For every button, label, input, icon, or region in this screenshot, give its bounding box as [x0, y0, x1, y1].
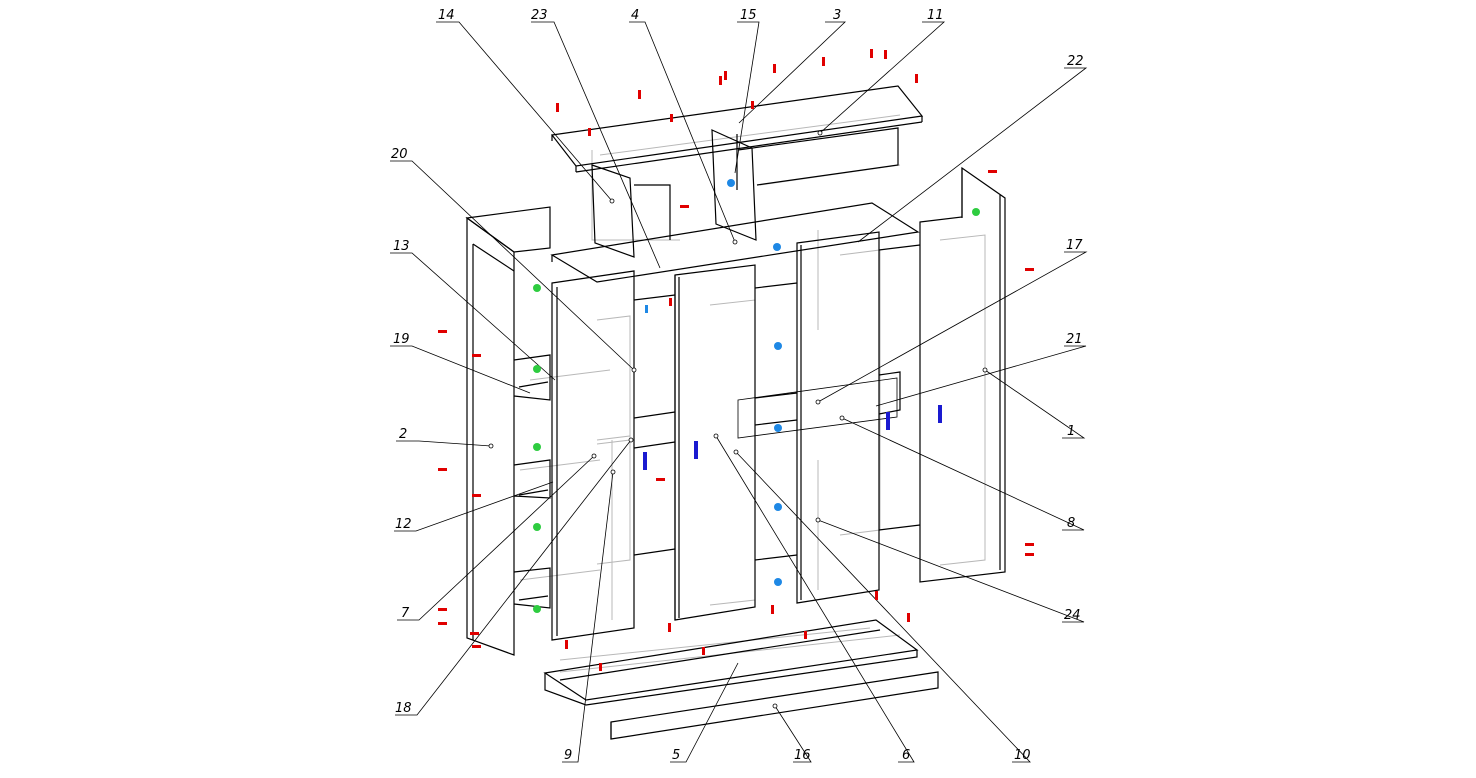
- callout-label: 24: [1064, 608, 1081, 623]
- callout-label: 22: [1067, 54, 1084, 69]
- callout-label: 23: [531, 8, 548, 23]
- callout-label: 2: [399, 427, 407, 442]
- callout-label: 15: [740, 8, 757, 23]
- callout-label: 21: [1066, 332, 1083, 347]
- middle-shelf: [550, 202, 920, 283]
- callout-label: 9: [564, 748, 572, 763]
- callout-label: 19: [393, 332, 410, 347]
- blue-fasteners: [645, 179, 782, 586]
- callout-label: 3: [833, 8, 841, 23]
- top-divider-left: [591, 164, 635, 258]
- callout-label: 5: [672, 748, 680, 763]
- callout-label: 13: [393, 239, 410, 254]
- center-partition: [674, 264, 756, 621]
- green-fasteners: [533, 208, 980, 613]
- callout-label: 11: [927, 8, 944, 23]
- callout-label: 8: [1067, 516, 1075, 531]
- darkblue-fasteners: [643, 405, 942, 470]
- callout-label: 20: [391, 147, 408, 162]
- callout-label: 18: [395, 701, 412, 716]
- bottom-panel: [543, 619, 919, 701]
- callout-label: 14: [438, 8, 455, 23]
- red-fasteners: [438, 49, 1034, 671]
- mounting-bracket: [737, 377, 898, 439]
- right-door: [796, 231, 880, 604]
- callout-labels: 14 23 4 15 3 11 22 20 13 19 2 12 7 18 9 …: [391, 8, 1084, 763]
- callout-label: 12: [395, 517, 412, 532]
- callout-label: 17: [1066, 238, 1083, 253]
- leader-lines: [390, 21, 1088, 763]
- callout-label: 6: [902, 748, 910, 763]
- callout-label: 16: [794, 748, 811, 763]
- callout-label: 10: [1014, 748, 1031, 763]
- callout-label: 7: [401, 606, 410, 621]
- left-door: [551, 270, 635, 641]
- callout-label: 1: [1067, 424, 1075, 439]
- panels: [465, 85, 1006, 740]
- anchor-points: [488, 130, 988, 709]
- callout-label: 4: [631, 8, 639, 23]
- left-side-panel: [465, 206, 551, 253]
